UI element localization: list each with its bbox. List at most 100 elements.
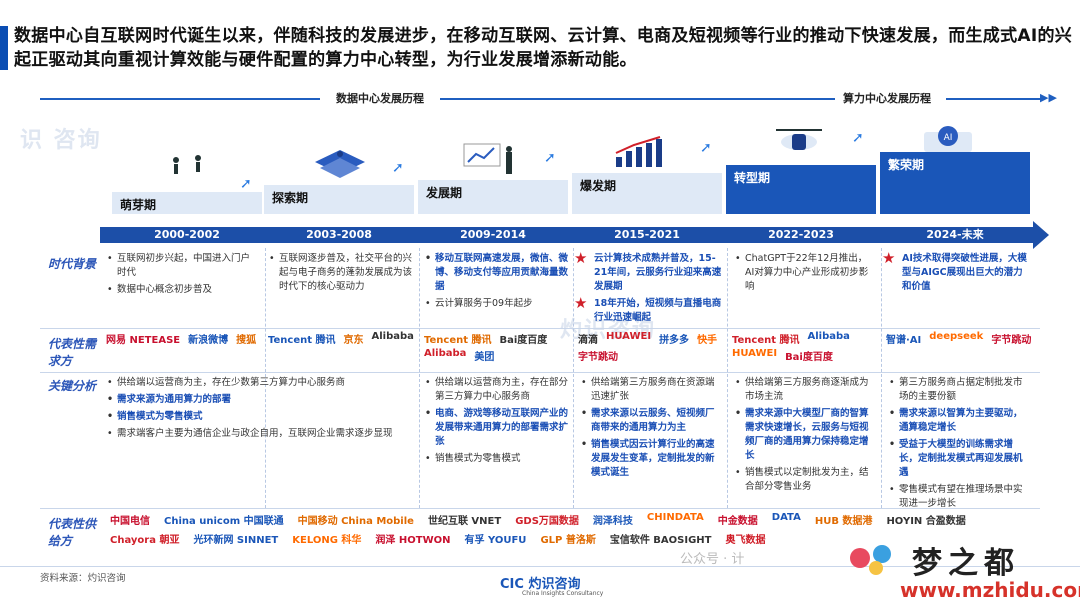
bullet-item: 供给端以运营商为主，存在部分第三方算力中心服务商 [424,376,570,404]
bullet-item: 供给端第三方服务商在资源端迅速扩张 [580,376,722,404]
row-label-background: 时代背景 [48,256,100,273]
bullet-list: 供给端第三方服务商逐渐成为市场主流需求来源中大模型厂商的智算需求快速增长，云服务… [734,376,876,494]
company-logo: 网易 NETEASE [106,335,181,346]
year-axis-arrow-icon [1033,221,1049,249]
supplier-logo: GDS万国数据 [515,516,579,527]
bar-growth-icon [614,135,674,169]
row-label-text: 时代背景 [48,257,97,271]
row-label-analysis: 关键分析 [48,378,100,395]
cic-logo: CIC 灼识咨询 [500,577,581,592]
stage-sprout: 萌芽期 [112,192,262,214]
year-label: 2015-2021 [614,228,680,241]
drone-robot-icon [772,122,826,162]
company-logo: HUAWEI [606,331,652,342]
bullet-item: 销售模式因云计算行业的高速发展发生变革，定制批发的新模式诞生 [580,438,722,480]
site-url: www.mzhidu.com [900,578,1080,602]
row-label-text: 代表性需求方 [48,337,97,368]
analysis-cell: 供给端以运营商为主，存在部分第三方算力中心服务商电商、游戏等移动互联网产业的发展… [424,376,570,469]
supplier-logo: 中国移动 China Mobile [297,516,414,527]
supplier-logo: DATA [771,512,801,523]
supplier-logo: 中国电信 [110,516,150,527]
bullet-list: 移动互联网高速发展，微信、微博、移动支付等应用贡献海量数据云计算服务于09年起步 [424,252,570,311]
company-logo: Tencent 腾讯 [268,335,336,346]
bullet-item: 互联网逐步普及，社交平台的兴起与电子商务的蓬勃发展成为该时代下的核心驱动力 [268,252,414,294]
analysis-cell: 供给端第三方服务商逐渐成为市场主流需求来源中大模型厂商的智算需求快速增长，云服务… [734,376,876,497]
supplier-logo: HUB 数据港 [814,516,873,527]
stage-prosper: 繁荣期 [880,152,1030,214]
bullet-item: 需求来源以云服务、短视频厂商带来的通用算力为主 [580,407,722,435]
company-logo: Tencent 腾讯 [732,335,800,346]
bullet-item: ChatGPT于22年12月推出，AI对算力中心产业形成初步影响 [734,252,876,294]
bullet-list: 互联网初步兴起，中国进入门户时代数据中心概念初步普及 [106,252,258,297]
company-logo: 快手 [697,335,718,346]
stage-boom: 爆发期 [572,173,722,214]
company-logo: Bai度百度 [785,352,833,363]
supplier-logo: 中金数据 [717,516,758,527]
column-divider [881,248,882,508]
supplier-logo: Chayora 朝亚 [110,535,180,546]
section-label-data-center: 数据中心发展历程 [336,92,424,105]
bullet-item: 销售模式为零售模式 [424,452,570,466]
bullet-list: 供给端以运营商为主，存在少数第三方算力中心服务商需求来源为通用算力的部署销售模式… [106,376,410,441]
site-mascot-icon [848,540,896,576]
background-cell: 互联网逐步普及，社交平台的兴起与电子商务的蓬勃发展成为该时代下的核心驱动力 [268,252,414,297]
background-cell: ChatGPT于22年12月推出，AI对算力中心产业形成初步影响 [734,252,876,297]
demand-logos: Tencent 腾讯 Bai度百度 Alibaba 美团 [424,331,570,363]
bullet-item: 需求端客户主要为通信企业与政企自用，互联网企业需求逐步显现 [106,427,410,441]
company-logo: Bai度百度 [499,335,548,346]
bullet-list: AI技术取得突破性进展，大模型与AIGC展现出巨大的潜力和价值 [882,251,1030,294]
row-divider [40,372,1040,373]
bullet-item: 销售模式为零售模式 [106,410,410,424]
company-logo: Alibaba [371,331,414,342]
bullet-item: 第三方服务商占据定制批发市场的主要份额 [888,376,1030,404]
bullet-item: 云计算技术成熟并普及，15-21年间，云服务行业迎来高速发展期 [574,251,722,294]
company-logo: HUAWEI [732,348,778,359]
year-label: 2022-2023 [768,228,834,241]
company-logo: Alibaba [807,331,850,342]
bullet-item: 供给端以运营商为主，存在少数第三方算力中心服务商 [106,376,410,390]
company-logo: Tencent 腾讯 [424,335,492,346]
step-arrow-icon: ➚ [240,176,252,192]
bullet-list: ChatGPT于22年12月推出，AI对算力中心产业形成初步影响 [734,252,876,294]
column-divider [727,248,728,508]
demand-logos: 网易 NETEASE 新浪微博搜狐 [106,331,258,346]
year-axis-bar [100,227,1035,243]
bullet-list: 互联网逐步普及，社交平台的兴起与电子商务的蓬勃发展成为该时代下的核心驱动力 [268,252,414,294]
year-label: 2024-未来 [926,228,984,241]
row-divider [40,508,1040,509]
supplier-logo: 光环新网 SINNET [193,535,279,546]
network-blocks-icon [310,148,370,184]
bullet-item: 云计算服务于09年起步 [424,297,570,311]
company-logo: 字节跳动 [578,352,618,363]
step-arrow-icon: ➚ [544,150,556,166]
column-divider [573,248,574,508]
row-label-text: 代表性供给方 [48,517,97,548]
supplier-logo: 世纪互联 VNET [427,516,502,527]
ai-brain-icon: AI [920,122,976,156]
company-logo: deepseek [929,331,984,342]
bullet-list: 第三方服务商占据定制批发市场的主要份额需求来源以智算为主要驱动，通算稳定增长受益… [888,376,1030,511]
company-logo: 字节跳动 [991,335,1032,346]
people-illustration-icon [168,150,208,180]
company-logo: 搜狐 [236,335,257,346]
bullet-item: 互联网初步兴起，中国进入门户时代 [106,252,258,280]
bullet-item: 需求来源以智算为主要驱动，通算稳定增长 [888,407,1030,435]
timeline-rail-right [946,98,1041,100]
company-logo: 美团 [474,352,495,363]
row-label-demand: 代表性需求方 [48,336,100,370]
supplier-logo: 有孚 YOUFU [464,535,527,546]
year-label: 2000-2002 [154,228,220,241]
timeline-arrow-icon: ▶▶ [1040,91,1057,104]
analysis-cell: 供给端以运营商为主，存在少数第三方算力中心服务商需求来源为通用算力的部署销售模式… [106,376,410,444]
bullet-item: 移动互联网高速发展，微信、微博、移动支付等应用贡献海量数据 [424,252,570,294]
year-label: 2003-2008 [306,228,372,241]
background-cell: 互联网初步兴起，中国进入门户时代数据中心概念初步普及 [106,252,258,300]
stage-explore: 探索期 [264,185,414,214]
supplier-logo: GLP 普洛斯 [540,535,596,546]
company-logo: Alibaba [424,348,467,359]
company-logo: 新浪微博 [188,335,229,346]
